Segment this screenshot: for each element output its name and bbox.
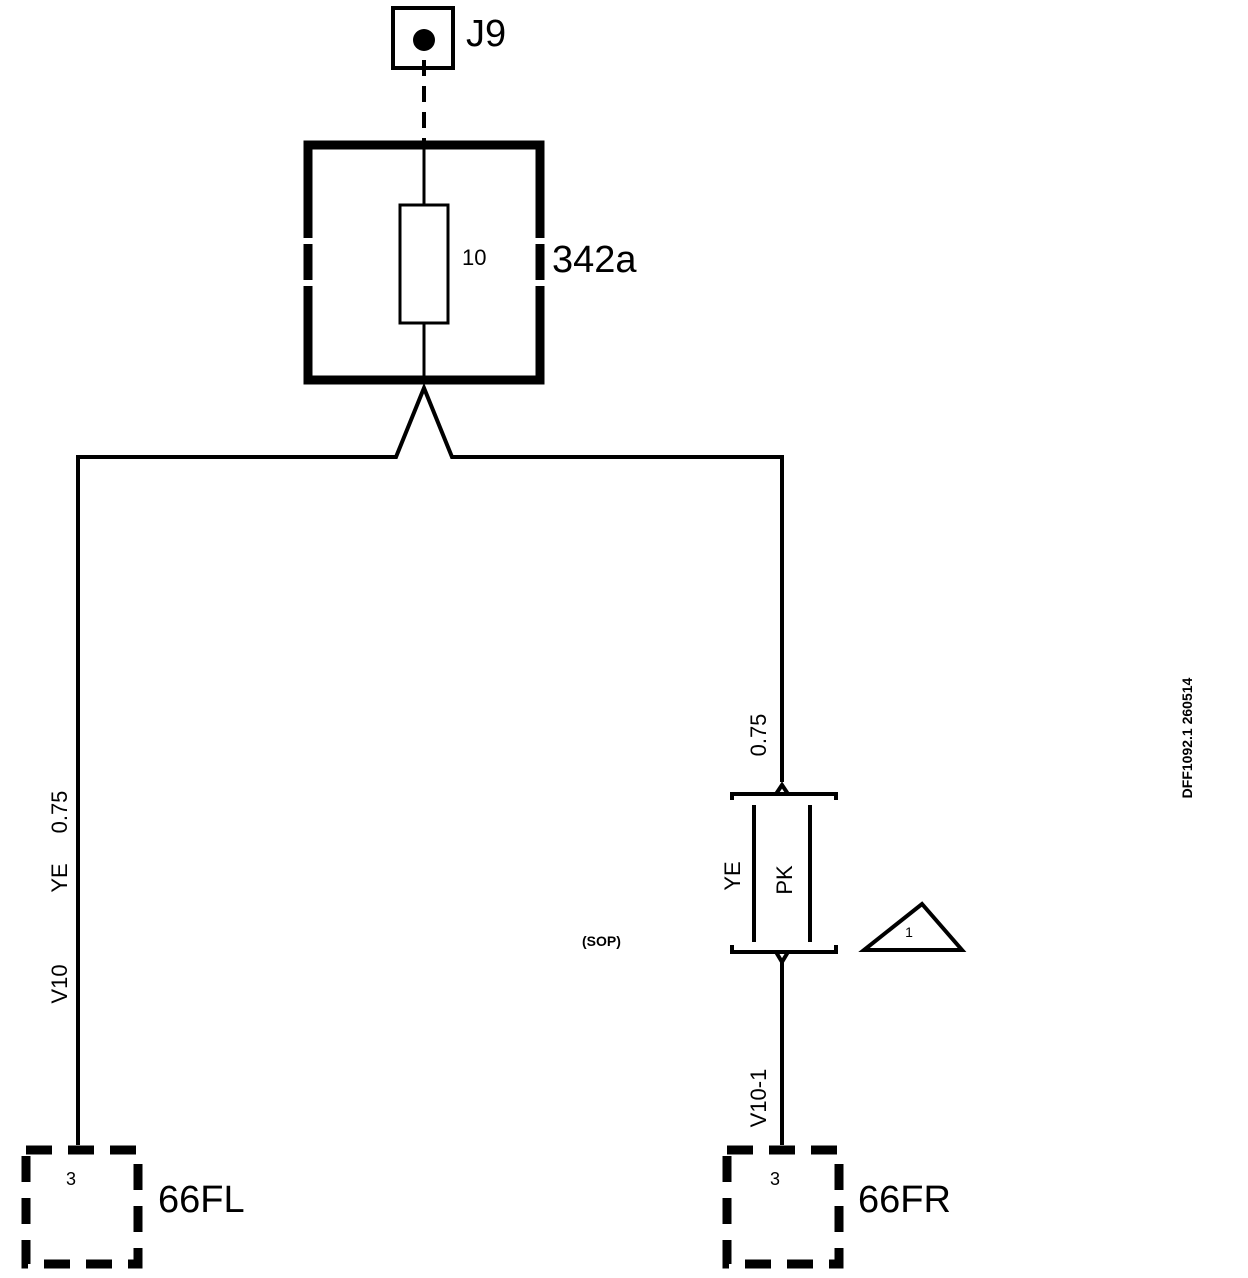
left-wire-color: YE — [47, 863, 72, 892]
note-triangle: 1 — [858, 901, 967, 952]
note-triangle-shape — [858, 901, 967, 952]
connector-66fl-box — [21, 1145, 143, 1269]
connector-66fl-label: 66FL — [158, 1179, 245, 1221]
connector-66fr-label: 66FR — [858, 1179, 951, 1221]
fuse-element — [398, 203, 450, 325]
connector-j9-pin — [413, 29, 435, 51]
splice-top-bracket — [730, 792, 838, 800]
fuse-box-label: 342a — [552, 239, 637, 281]
connector-j9-label: J9 — [466, 13, 506, 55]
left-wire-size: 0.75 — [47, 791, 72, 834]
splice-block: YE PK — [720, 781, 838, 966]
splice-color-left: YE — [720, 861, 745, 890]
connector-66fr: 3 66FR — [722, 1145, 951, 1269]
connector-66fr-pin: 3 — [770, 1169, 780, 1189]
connector-66fl-pin: 3 — [66, 1169, 76, 1189]
right-wire-size: 0.75 — [746, 714, 771, 757]
right-wire-circuit: V10-1 — [746, 1069, 771, 1128]
splice-top-point — [774, 781, 790, 796]
fuse-box-342a: 10 342a — [303, 140, 637, 385]
connector-66fl: 3 66FL — [21, 1145, 245, 1269]
connector-66fr-box — [722, 1145, 844, 1269]
left-wire-circuit: V10 — [47, 964, 72, 1003]
splice-bottom-bracket — [730, 945, 838, 954]
splice-color-right: PK — [772, 865, 797, 895]
sop-note: (SOP) — [582, 933, 621, 949]
connector-j9: J9 — [391, 6, 506, 70]
fuse-rating: 10 — [462, 245, 486, 270]
left-wire-labels: 0.75 YE V10 — [47, 791, 72, 1004]
drawing-id: DFF1092.1 260514 — [1179, 677, 1195, 798]
note-triangle-number: 1 — [905, 924, 913, 940]
branch-wires — [76, 382, 784, 1145]
